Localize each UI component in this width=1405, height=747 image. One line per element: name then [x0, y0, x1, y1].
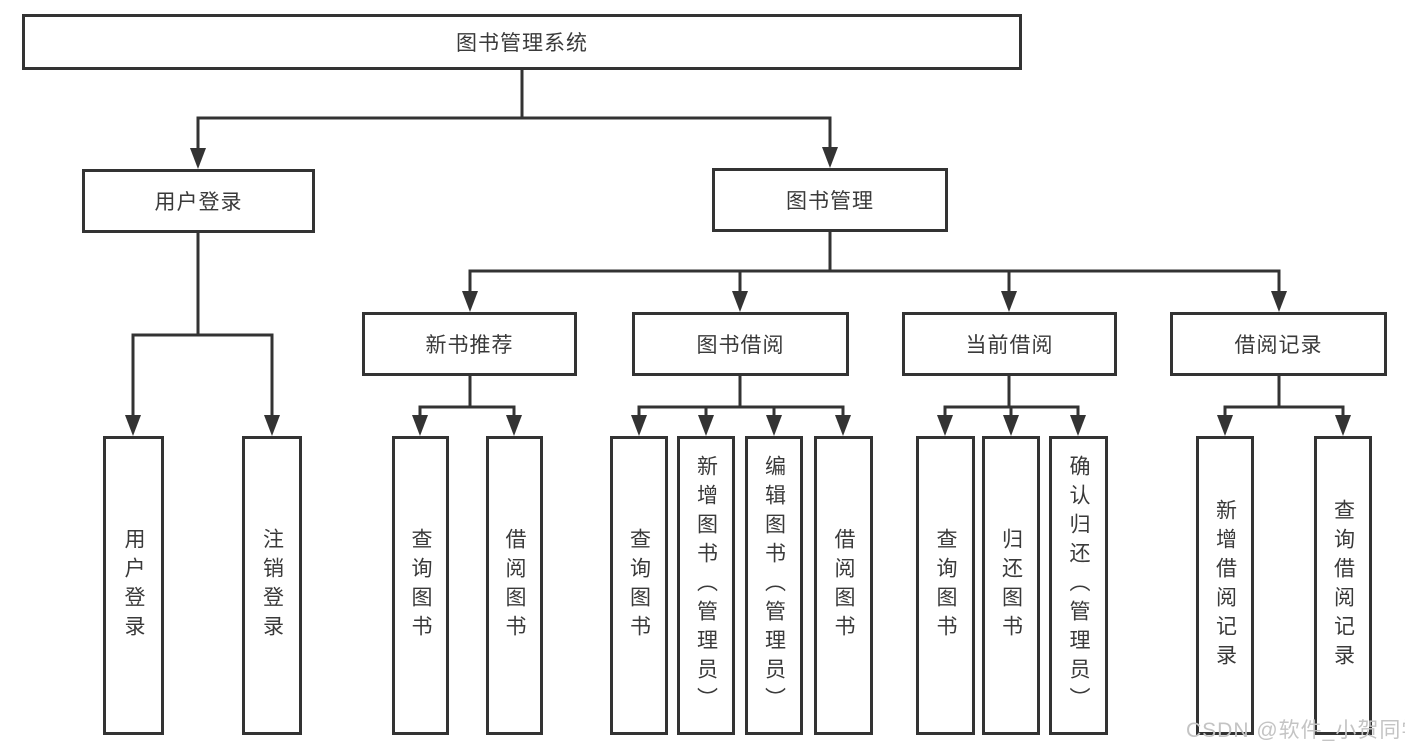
node-label: 查询图书: [409, 527, 432, 644]
node-new-book-recommend: 新书推荐: [362, 312, 577, 376]
node-label: 借阅图书: [832, 527, 855, 644]
node-label: 新增借阅记录: [1213, 498, 1237, 673]
node-label: 注销登录: [260, 527, 284, 644]
node-logout: 注销登录: [242, 436, 302, 735]
node-label: 归还图书: [999, 527, 1023, 644]
node-label: 确认归还（管理员）: [1067, 455, 1090, 716]
node-book-borrowing: 图书借阅: [632, 312, 849, 376]
node-confirm-return-admin: 确认归还（管理员）: [1049, 436, 1108, 735]
watermark: CSDN @软件_小贺同学: [1186, 719, 1405, 742]
node-borrow-books-recommend: 借阅图书: [486, 436, 543, 735]
node-edit-book-admin: 编辑图书（管理员）: [745, 436, 803, 735]
node-user-login-group: 用户登录: [82, 169, 315, 233]
node-label: 编辑图书（管理员）: [762, 455, 786, 716]
node-user-login: 用户登录: [103, 436, 164, 735]
node-query-books-recommend: 查询图书: [392, 436, 449, 735]
node-borrowing-records: 借阅记录: [1170, 312, 1387, 376]
node-library-management-system: 图书管理系统: [22, 14, 1022, 70]
node-add-book-admin: 新增图书（管理员）: [677, 436, 735, 735]
node-add-borrow-record: 新增借阅记录: [1196, 436, 1254, 735]
node-label: 查询图书: [627, 527, 651, 644]
node-label: 借阅图书: [503, 527, 526, 644]
node-query-books-current: 查询图书: [916, 436, 975, 735]
node-return-books: 归还图书: [982, 436, 1040, 735]
node-book-management: 图书管理: [712, 168, 948, 232]
node-label: 查询图书: [934, 527, 957, 644]
node-current-borrowing: 当前借阅: [902, 312, 1117, 376]
node-query-books-borrowing: 查询图书: [610, 436, 668, 735]
node-query-borrow-record: 查询借阅记录: [1314, 436, 1372, 735]
node-borrow-books-borrowing: 借阅图书: [814, 436, 873, 735]
node-label: 用户登录: [122, 527, 145, 644]
node-label: 查询借阅记录: [1331, 498, 1355, 673]
node-label: 新增图书（管理员）: [694, 455, 718, 716]
